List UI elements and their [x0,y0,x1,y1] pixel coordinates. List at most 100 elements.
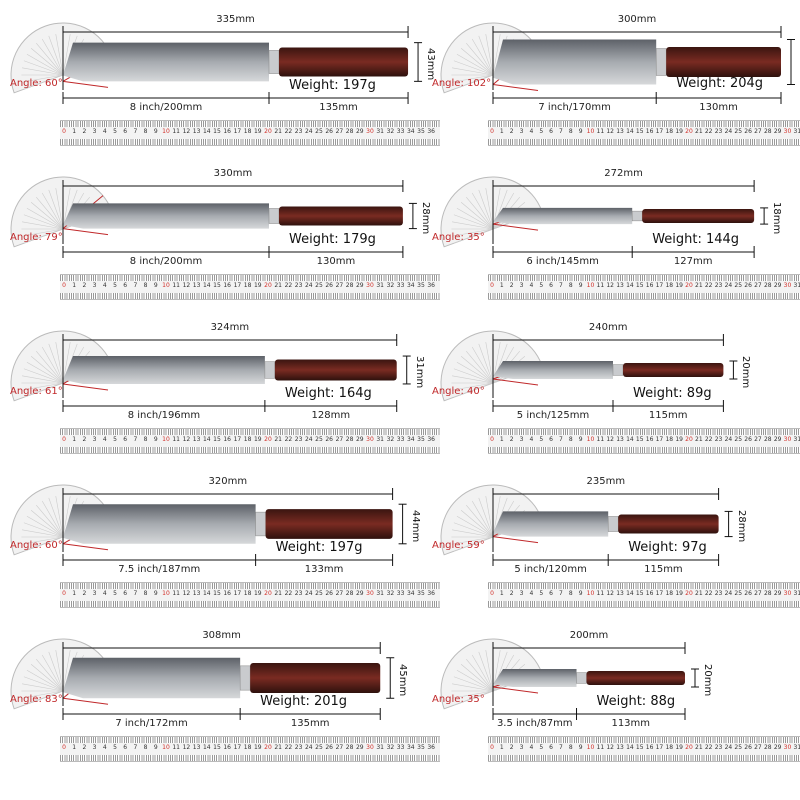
ruler-number: 24 [724,282,733,289]
total-length-label: 240mm [588,322,628,333]
knife-handle [666,47,781,77]
ruler-number: 12 [606,282,615,289]
ruler-number: 25 [315,436,323,443]
knife-drawing [10,484,407,566]
angle-label: Angle: 35° [432,694,485,705]
ruler-number: 21 [274,128,283,135]
ruler-number: 30 [783,128,792,135]
ruler-number: 21 [695,744,703,751]
protractor [10,484,113,556]
ruler-number: 31 [793,282,800,289]
ruler-number: 4 [102,744,107,751]
ruler-number: 1 [72,436,77,443]
ruler-number: 6 [123,128,128,135]
ruler-number: 32 [386,590,395,597]
ruler-number: 13 [616,744,624,751]
ruler-number: 32 [386,282,395,289]
ruler-number: 5 [539,744,544,751]
ruler-number: 12 [182,590,191,597]
ruler-number: 16 [223,436,232,443]
ruler-number: 33 [396,282,405,289]
ruler-number: 30 [783,282,792,289]
ruler-number: 10 [586,590,595,597]
knife-drawing [10,22,423,104]
handle-length-label: 115mm [644,564,683,575]
ruler-number: 21 [274,590,283,597]
ruler-number: 14 [202,282,211,289]
ruler-number: 18 [243,744,252,751]
ruler-number: 16 [645,590,654,597]
ruler-number: 29 [773,436,782,443]
ruler-number: 22 [704,128,713,135]
ruler-number: 13 [192,282,201,289]
ruler-number: 25 [315,590,323,597]
ruler-number: 24 [304,128,313,135]
ruler-number: 13 [616,590,624,597]
ruler-number: 13 [192,590,201,597]
ruler-number: 13 [192,744,201,751]
ruler-number: 25 [315,128,323,135]
handle-length-label: 130mm [316,256,356,267]
ruler-number: 31 [793,744,800,751]
ruler-number: 36 [427,436,436,443]
ruler-number: 27 [335,590,344,597]
ruler-number: 28 [345,282,354,289]
knife-drawing [440,638,699,720]
ruler-number: 21 [274,744,283,751]
knife-blade [63,42,269,82]
ruler-number: 16 [645,744,654,751]
knife-handle [642,209,755,223]
handle-length-label: 127mm [673,256,713,267]
ruler-number: 31 [376,282,385,289]
ruler-number: 26 [744,590,752,597]
ruler-number: 29 [773,128,782,135]
ruler-number: 28 [345,744,354,751]
ruler-number: 19 [253,744,262,751]
ruler-number: 11 [172,128,181,135]
ruler-number: 9 [578,744,583,751]
ruler-number: 27 [754,744,762,751]
ruler-number: 1 [499,128,504,135]
ruler-number: 8 [143,436,148,443]
ruler-number: 13 [616,282,624,289]
ruler-number: 15 [635,590,644,597]
handle-length-label: 135mm [319,102,358,113]
ruler-number: 25 [734,590,743,597]
knife-blade [63,657,241,699]
handle-length-label: 113mm [611,718,651,729]
knife-handle [618,514,719,534]
ruler-number: 4 [102,436,107,443]
knife-handle [250,663,381,693]
ruler-number: 5 [113,282,117,289]
ruler-number: 8 [143,282,148,289]
ruler-number: 34 [406,282,415,289]
ruler-number: 4 [529,128,534,135]
ruler-number: 35 [417,128,425,135]
ruler-number: 26 [325,128,334,135]
ruler-number: 31 [376,744,385,751]
ruler-number: 15 [213,590,221,597]
ruler-number: 29 [773,282,782,289]
ruler-number: 6 [549,128,554,135]
ruler-number: 22 [704,744,713,751]
ruler-number: 22 [284,744,293,751]
ruler-number: 35 [417,744,425,751]
ruler-number: 23 [294,282,303,289]
ruler-number: 11 [172,744,181,751]
ruler-number: 20 [685,128,693,135]
ruler-number: 3 [519,282,524,289]
ruler-number: 4 [529,744,534,751]
ruler-number: 33 [396,436,405,443]
ruler-number: 19 [253,436,262,443]
height-label: 31mm [413,356,425,389]
height-label: 28mm [735,510,747,543]
ruler-number: 20 [264,744,272,751]
height-label: 44mm [409,510,421,543]
protractor [10,330,113,402]
ruler-number: 0 [490,282,494,289]
